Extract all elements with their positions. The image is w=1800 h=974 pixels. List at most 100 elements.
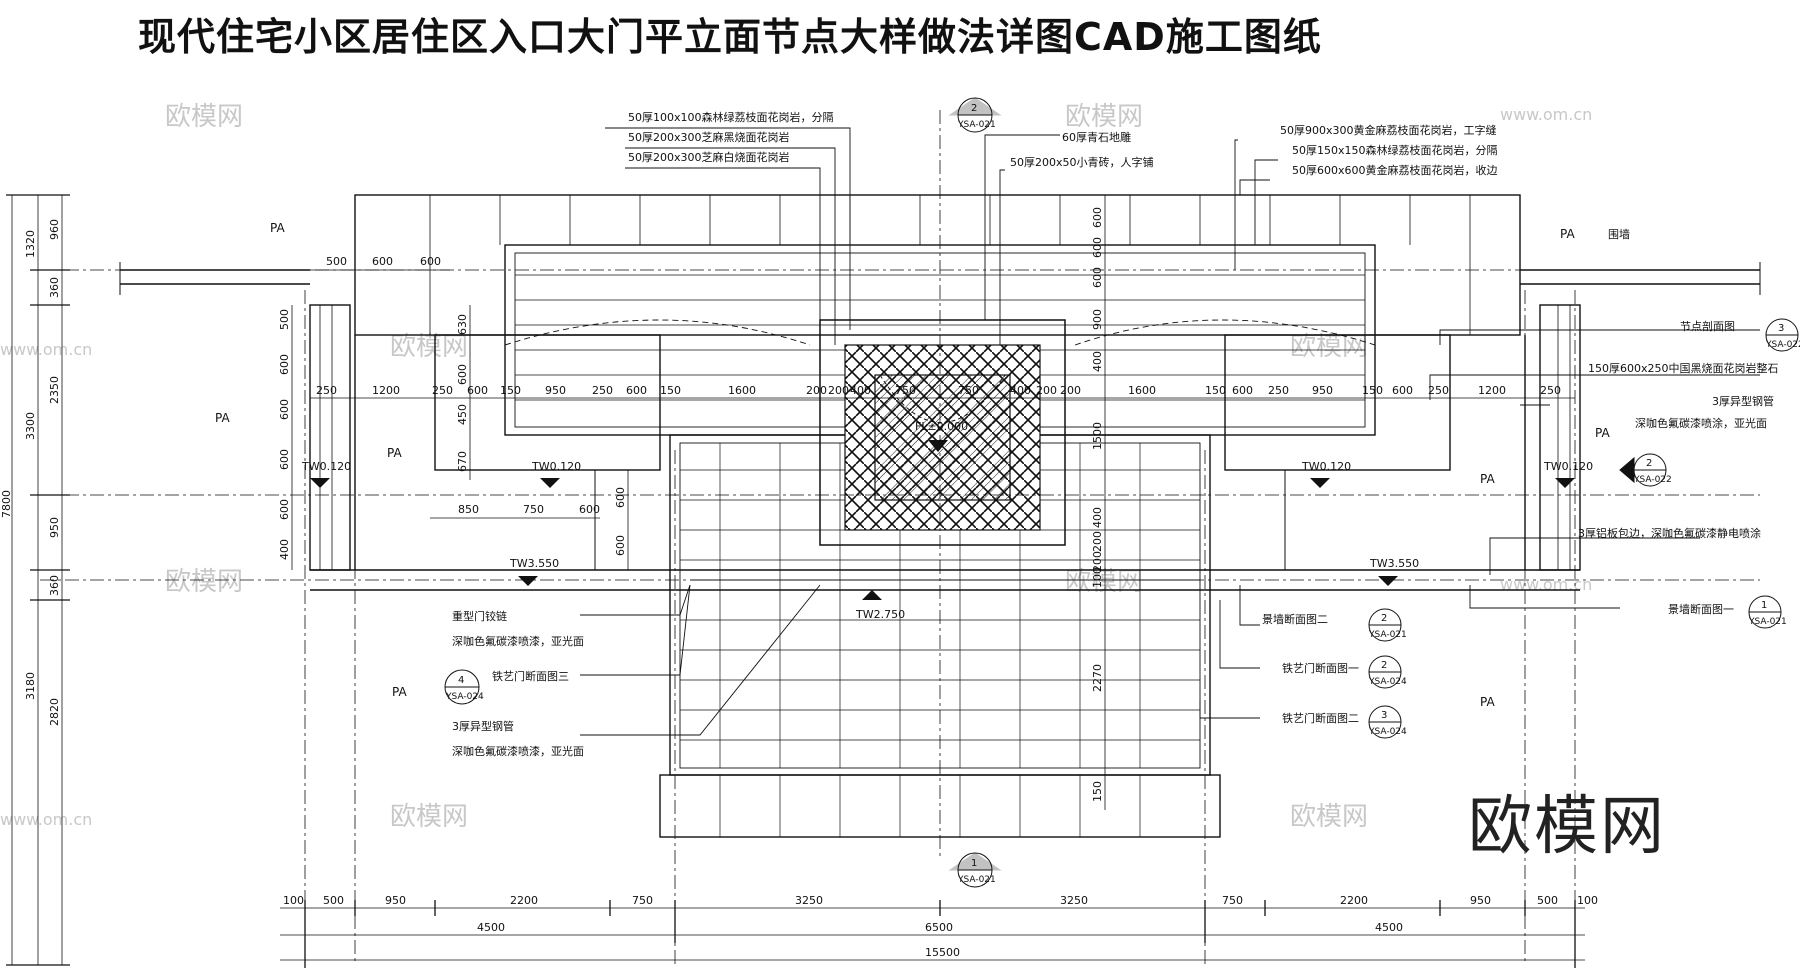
svg-text:50厚100x100森林绿荔枝面花岗岩，分隔: 50厚100x100森林绿荔枝面花岗岩，分隔	[628, 110, 834, 124]
svg-text:PA: PA	[1480, 472, 1495, 486]
svg-text:50厚200x300芝麻黑烧面花岗岩: 50厚200x300芝麻黑烧面花岗岩	[628, 130, 790, 144]
svg-text:TW3.550: TW3.550	[1369, 557, 1419, 570]
svg-text:欧模网: 欧模网	[1065, 102, 1143, 132]
svg-text:1600: 1600	[728, 384, 756, 397]
svg-text:PA: PA	[392, 685, 407, 699]
svg-text:600: 600	[1091, 267, 1104, 288]
pier-dimensions: 500 600 600 600 600 400	[278, 305, 293, 570]
callout-wall2: 2 YSA-021	[1368, 608, 1407, 642]
svg-text:7800: 7800	[0, 490, 13, 518]
callout-bottom: 1 YSA-021	[948, 852, 1002, 888]
left-dimensions	[6, 194, 70, 966]
svg-text:欧模网: 欧模网	[165, 567, 243, 597]
svg-text:600: 600	[626, 384, 647, 397]
svg-text:2: 2	[1646, 458, 1652, 469]
svg-text:150: 150	[1205, 384, 1226, 397]
svg-text:欧模网: 欧模网	[1290, 332, 1368, 362]
annotations-top: 50厚100x100森林绿荔枝面花岗岩，分隔 50厚200x300芝麻黑烧面花岗…	[628, 110, 1498, 177]
svg-text:2200: 2200	[1340, 894, 1368, 907]
axis-lines	[40, 110, 1760, 965]
svg-text:YSA-022: YSA-022	[1633, 475, 1672, 485]
svg-text:YSA-024: YSA-024	[1368, 677, 1407, 687]
svg-text:PA: PA	[1595, 426, 1610, 440]
svg-text:TW0.120: TW0.120	[531, 460, 581, 473]
svg-text:1320: 1320	[24, 230, 37, 258]
svg-text:500: 500	[326, 255, 347, 268]
svg-text:1500: 1500	[1091, 422, 1104, 450]
svg-text:50厚200x50小青砖，人字铺: 50厚200x50小青砖，人字铺	[1010, 155, 1154, 169]
svg-text:150: 150	[660, 384, 681, 397]
svg-text:4500: 4500	[477, 921, 505, 934]
svg-text:2: 2	[1381, 613, 1387, 624]
svg-text:欧模网: 欧模网	[1290, 802, 1368, 832]
svg-text:960: 960	[48, 219, 61, 240]
svg-text:250: 250	[592, 384, 613, 397]
level-fl: FL±0.000	[915, 420, 968, 433]
svg-text:600: 600	[579, 503, 600, 516]
svg-text:铁艺门断面图一: 铁艺门断面图一	[1282, 661, 1359, 675]
svg-text:3250: 3250	[795, 894, 823, 907]
svg-text:600: 600	[614, 535, 627, 556]
svg-text:铁艺门断面图三: 铁艺门断面图三	[492, 669, 569, 683]
annotations-right: 围墙 节点剖面图 150厚600x250中国黑烧面花岗岩整石 3厚异型钢管 深咖…	[1262, 227, 1779, 725]
svg-text:欧模网: 欧模网	[390, 802, 468, 832]
svg-text:2: 2	[1381, 660, 1387, 671]
svg-text:100: 100	[283, 894, 304, 907]
svg-text:400: 400	[1091, 351, 1104, 372]
svg-text:PA: PA	[270, 221, 285, 235]
callout-gate1: 2 YSA-024	[1368, 655, 1407, 689]
svg-text:围墙: 围墙	[1608, 227, 1630, 241]
svg-text:250: 250	[432, 384, 453, 397]
svg-text:YSA-022: YSA-022	[1765, 340, 1800, 350]
page-title: 现代住宅小区居住区入口大门平立面节点大样做法详图CAD施工图纸	[138, 15, 1322, 59]
svg-text:150: 150	[500, 384, 521, 397]
svg-text:750: 750	[523, 503, 544, 516]
svg-text:2200: 2200	[510, 894, 538, 907]
svg-text:600: 600	[1091, 207, 1104, 228]
svg-text:50厚200x300芝麻白烧面花岗岩: 50厚200x300芝麻白烧面花岗岩	[628, 150, 790, 164]
left-dimension-texts: 1320 960 360 3300 2350 950 7800 360 3180…	[0, 219, 61, 726]
leader-lines	[580, 127, 1760, 736]
svg-text:TW0.120: TW0.120	[301, 460, 351, 473]
svg-text:1200: 1200	[372, 384, 400, 397]
svg-text:PA: PA	[387, 446, 402, 460]
level-markers: TW0.120 TW0.120 TW0.120 TW0.120 TW3.550 …	[301, 460, 1593, 621]
watermark: 欧模网	[165, 102, 243, 132]
callout-wall1: 1 YSA-021	[1748, 595, 1787, 629]
svg-text:2820: 2820	[48, 698, 61, 726]
svg-text:YSA-021: YSA-021	[957, 875, 996, 885]
svg-text:YSA-024: YSA-024	[1368, 727, 1407, 737]
svg-text:750: 750	[1222, 894, 1243, 907]
svg-text:500: 500	[323, 894, 344, 907]
fl-level-marker	[928, 440, 948, 452]
svg-text:600: 600	[1232, 384, 1253, 397]
svg-text:750: 750	[958, 384, 979, 397]
svg-text:1600: 1600	[1128, 384, 1156, 397]
callout-right-side: 2 YSA-022	[1619, 453, 1672, 487]
svg-text:600: 600	[420, 255, 441, 268]
svg-text:15500: 15500	[925, 946, 960, 959]
svg-text:400: 400	[850, 384, 871, 397]
top-row-dimensions: 500 600 600	[310, 255, 450, 271]
svg-text:3厚铝板包边，深咖色氟碳漆静电喷涂: 3厚铝板包边，深咖色氟碳漆静电喷涂	[1578, 526, 1761, 540]
svg-text:深咖色氟碳漆喷涂，亚光面: 深咖色氟碳漆喷涂，亚光面	[1635, 416, 1767, 430]
svg-text:200: 200	[828, 384, 849, 397]
row3-dimensions: 850 750 600	[430, 503, 600, 519]
svg-text:600: 600	[372, 255, 393, 268]
watermarks: 欧模网 欧模网 欧模网 欧模网 欧模网 欧模网 欧模网 欧模网 www.om.c…	[0, 102, 1592, 832]
svg-text:www.om.cn: www.om.cn	[1500, 575, 1592, 594]
svg-text:www.om.cn: www.om.cn	[0, 340, 92, 359]
watermark-url: www.om.cn	[1500, 105, 1592, 124]
svg-text:600: 600	[1091, 237, 1104, 258]
svg-text:600: 600	[467, 384, 488, 397]
svg-text:250: 250	[316, 384, 337, 397]
svg-text:670: 670	[456, 451, 469, 472]
annotations-left: 重型门铰链 深咖色氟碳漆喷漆，亚光面 铁艺门断面图三 3厚异型钢管 深咖色氟碳漆…	[452, 609, 584, 758]
bottom-dimension-texts: 100 500 950 2200 750 3250 3250 750 2200 …	[283, 894, 1598, 959]
svg-text:200: 200	[1091, 531, 1104, 552]
svg-text:600: 600	[1392, 384, 1413, 397]
svg-text:景墙断面图二: 景墙断面图二	[1262, 612, 1328, 626]
svg-text:3: 3	[1381, 710, 1387, 721]
svg-text:节点剖面图: 节点剖面图	[1680, 319, 1735, 333]
